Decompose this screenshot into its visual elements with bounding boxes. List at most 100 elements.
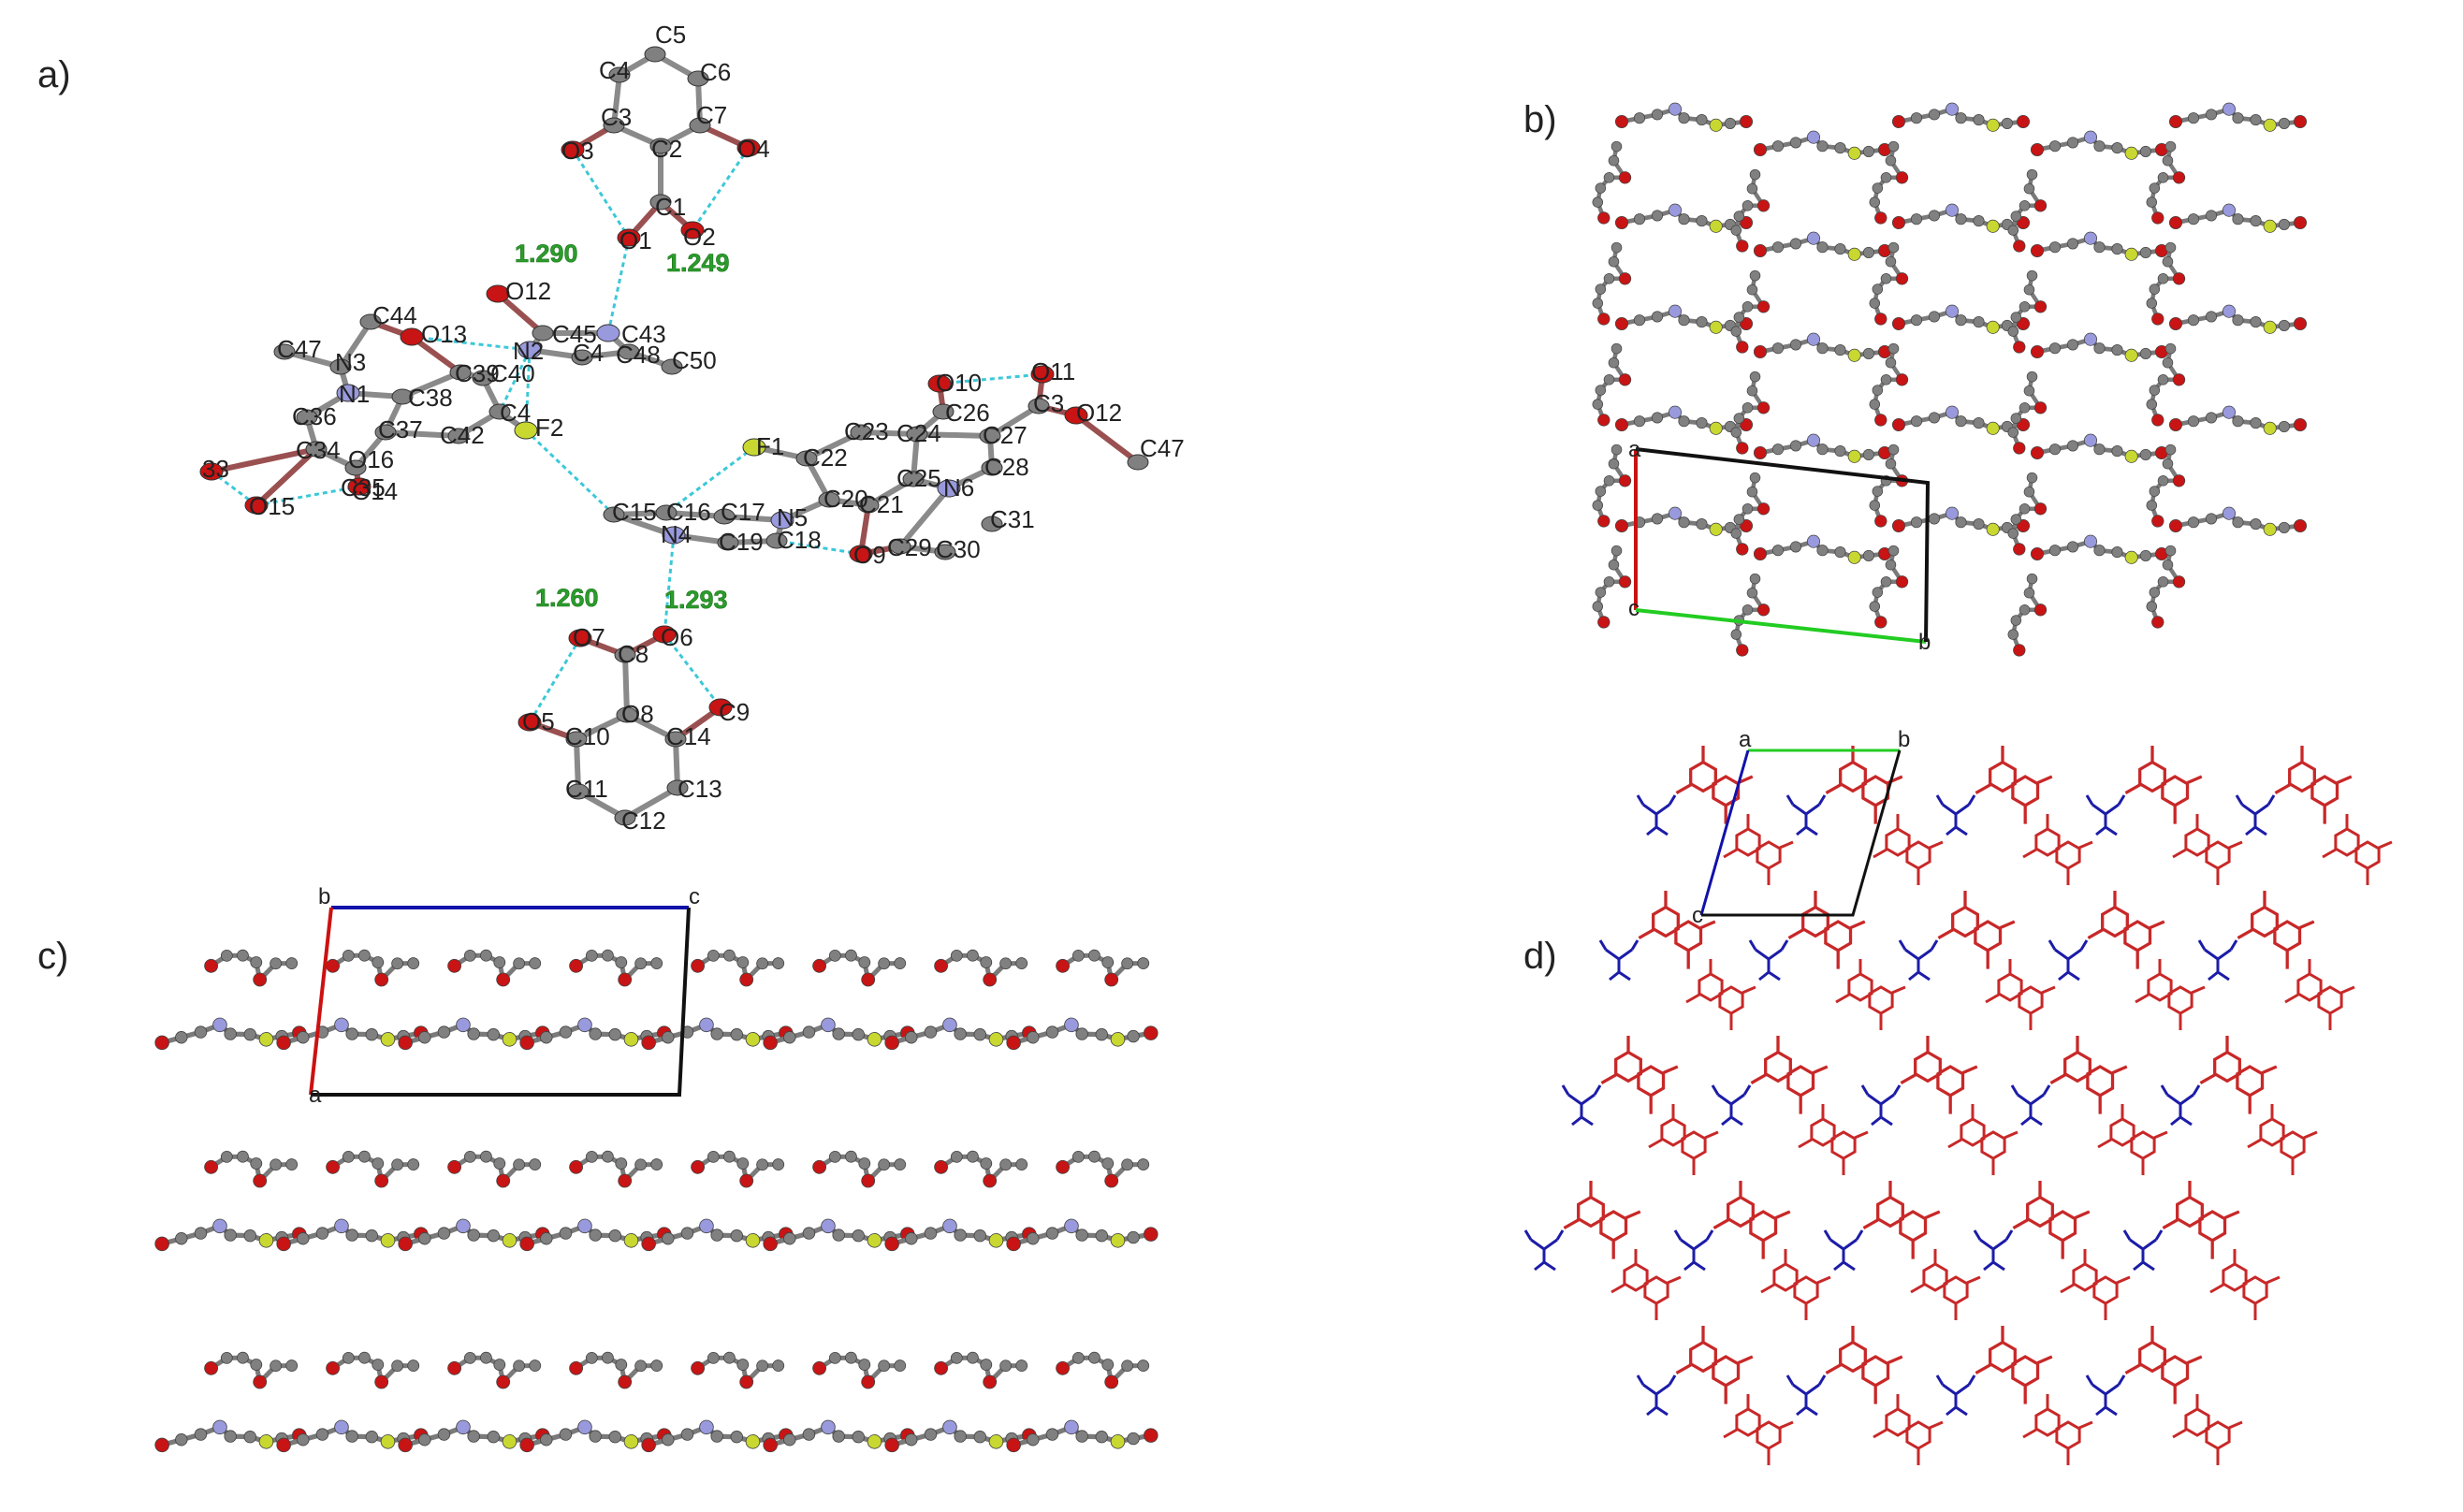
molecule-fragment xyxy=(154,1218,307,1252)
atom xyxy=(2093,241,2106,254)
atom-ellipsoid xyxy=(614,809,636,826)
drug-wireframe xyxy=(1610,1249,1682,1320)
atom xyxy=(1595,385,1607,396)
drug-wireframe xyxy=(1648,1104,1719,1175)
panel-d-label: d) xyxy=(1523,936,1557,977)
atom xyxy=(934,958,948,973)
molecule-fragment xyxy=(1614,102,1754,132)
atom-label: F2 xyxy=(535,414,563,442)
atom xyxy=(1608,559,1620,571)
atom xyxy=(1753,142,1768,157)
atom-ellipsoid xyxy=(1027,398,1050,414)
atom-label: C29 xyxy=(887,533,932,561)
coformer-wireframe xyxy=(1785,794,1827,836)
atom xyxy=(2124,247,2138,261)
atom xyxy=(276,1236,291,1252)
atom xyxy=(1614,518,1629,533)
atom xyxy=(342,949,355,962)
atom xyxy=(2124,550,2138,564)
atom xyxy=(372,956,385,968)
atom xyxy=(1730,629,1742,640)
atom xyxy=(1891,417,1906,432)
atom-label: O14 xyxy=(352,477,398,505)
atom xyxy=(1973,316,1985,328)
atom xyxy=(1806,332,1821,346)
atom xyxy=(924,1227,938,1240)
atom-ellipsoid xyxy=(603,117,625,134)
molecule-fragment xyxy=(1730,269,1771,354)
atom xyxy=(1834,445,1846,458)
molecule-fragment xyxy=(2030,332,2169,362)
atom xyxy=(2033,401,2048,414)
atom xyxy=(999,1158,1013,1171)
atom xyxy=(623,1233,639,1248)
wire xyxy=(1675,745,1754,824)
atom xyxy=(1618,474,1632,487)
atom xyxy=(1885,559,1897,571)
atom-ellipsoid xyxy=(336,384,360,402)
atom xyxy=(2139,448,2151,460)
unit-cell: a b c xyxy=(1692,727,1910,928)
atom xyxy=(2023,587,2035,599)
atom xyxy=(680,1227,694,1240)
atom xyxy=(1885,458,1897,470)
wire xyxy=(1975,1325,2053,1404)
bond xyxy=(254,446,319,508)
atom xyxy=(2111,344,2123,356)
atom xyxy=(447,958,461,973)
atom xyxy=(1847,449,1861,463)
atom xyxy=(2124,348,2138,362)
atom xyxy=(1709,522,1723,536)
atom xyxy=(942,1017,957,1033)
atom xyxy=(650,957,663,969)
atom xyxy=(942,1218,957,1234)
wire xyxy=(1910,1249,1981,1320)
atom xyxy=(1869,298,1881,309)
atom xyxy=(1696,417,1708,429)
atom xyxy=(2139,347,2151,359)
atom-ellipsoid xyxy=(770,511,794,530)
atom xyxy=(1986,421,2000,435)
atom xyxy=(2250,215,2262,227)
atom xyxy=(237,1150,249,1163)
atom xyxy=(374,972,389,987)
atom-label: C4 xyxy=(500,399,531,427)
atom xyxy=(861,1173,876,1188)
atom xyxy=(691,958,705,973)
atom xyxy=(1610,140,1623,153)
atom xyxy=(1742,503,1754,515)
atom xyxy=(365,1228,378,1243)
atom xyxy=(1015,1158,1028,1170)
atom xyxy=(2278,521,2290,533)
panel-a-label: a) xyxy=(37,54,71,95)
atom xyxy=(1027,1232,1040,1245)
atom-ellipsoid xyxy=(296,409,318,426)
coformer-wireframe xyxy=(2197,939,2238,981)
atom xyxy=(559,1025,573,1039)
molecule-fragment xyxy=(1753,130,1892,160)
cell-axis-b: b xyxy=(1918,630,1931,655)
atom xyxy=(730,1027,743,1041)
atom xyxy=(1880,374,1892,385)
atom xyxy=(1618,575,1632,589)
atom xyxy=(1789,238,1802,250)
atom xyxy=(194,1025,208,1039)
atom xyxy=(861,972,876,987)
atom xyxy=(2010,312,2022,323)
molecule-fragment xyxy=(1056,1150,1150,1188)
molecule-fragment xyxy=(1869,241,1909,326)
atom xyxy=(2278,420,2290,432)
atom xyxy=(2007,528,2019,539)
atom xyxy=(1986,522,2000,536)
drug-wireframe xyxy=(1873,1394,1944,1465)
atom xyxy=(2250,417,2262,429)
atom xyxy=(1816,140,1829,153)
drug-wireframe xyxy=(2097,1104,2168,1175)
atom xyxy=(650,1158,663,1170)
atom xyxy=(2016,114,2031,129)
wire xyxy=(1636,1374,1677,1417)
atom xyxy=(456,1218,471,1234)
atom xyxy=(967,949,979,962)
coformer-wireframe xyxy=(1935,794,1976,836)
